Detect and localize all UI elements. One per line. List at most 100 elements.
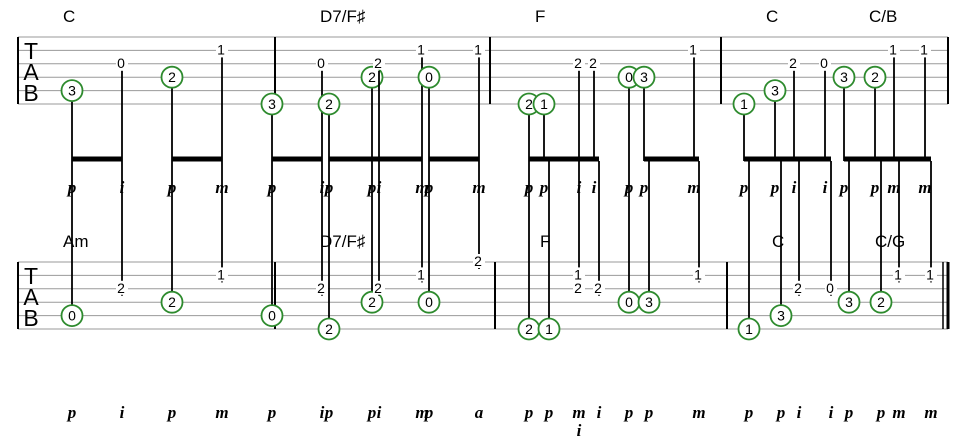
fret-bg: [793, 280, 805, 295]
fingering-label: i: [792, 178, 797, 197]
fret-number: 1: [545, 321, 553, 337]
fingering-label: i: [577, 421, 582, 440]
fret-bg: [919, 42, 931, 57]
fret-circle: [260, 92, 284, 116]
fingering-label: p: [323, 403, 334, 422]
fret-circle: [637, 290, 661, 314]
fret-number: 3: [268, 96, 276, 112]
fret-number: 1: [740, 96, 748, 112]
fingering-label: p: [843, 403, 854, 422]
fret-number: 0: [317, 55, 325, 71]
fret-number: 1: [217, 266, 225, 282]
fingering-label: m: [572, 403, 585, 422]
fret-number: 1: [689, 41, 697, 57]
fingering-label: p: [638, 178, 649, 197]
fret-bg: [216, 267, 228, 282]
fret-circle: [832, 65, 856, 89]
fret-circle: [360, 290, 384, 314]
fingering-label: m: [918, 178, 931, 197]
fingering-label: p: [775, 403, 786, 422]
fret-number: 2: [794, 280, 802, 296]
fret-number: 2: [325, 321, 333, 337]
tab-clef-letter: A: [23, 59, 39, 85]
fret-circle: [360, 65, 384, 89]
fingering-label: p: [869, 178, 880, 197]
fingering-label: p: [538, 178, 549, 197]
fret-number: 2: [574, 55, 582, 71]
fret-number: 2: [117, 280, 125, 296]
fret-number: 2: [168, 69, 176, 85]
fret-bg: [473, 42, 485, 57]
fingering-label: p: [838, 178, 849, 197]
fret-number: 1: [574, 266, 582, 282]
fret-number: 3: [771, 83, 779, 99]
fingering-label: i: [823, 178, 828, 197]
fret-bg: [893, 267, 905, 282]
fret-circle: [737, 317, 761, 341]
fret-number: 3: [645, 294, 653, 310]
fingering-label: m: [687, 178, 700, 197]
fingering-label: p: [66, 178, 77, 197]
fingering-label: p: [366, 403, 377, 422]
fret-bg: [688, 42, 700, 57]
fret-bg: [116, 55, 128, 70]
fingering-label: i: [829, 403, 834, 422]
fingering-label: i: [597, 403, 602, 422]
fingering-label: p: [266, 403, 277, 422]
fret-circle: [869, 290, 893, 314]
fret-circle: [160, 290, 184, 314]
fret-number: 3: [640, 69, 648, 85]
fret-circle: [763, 79, 787, 102]
tab-clef-letter: T: [24, 263, 38, 289]
fingering-label: p: [166, 178, 177, 197]
tab-clef-letter: B: [23, 80, 38, 106]
fret-number: 3: [777, 308, 785, 324]
fret-number: 0: [117, 55, 125, 71]
fingering-label: p: [875, 403, 886, 422]
chord-name: D7/F♯: [320, 232, 366, 251]
fret-bg: [473, 254, 485, 268]
fret-bg: [925, 267, 937, 282]
chord-name: D7/F♯: [320, 7, 366, 26]
fret-number: 2: [374, 55, 382, 71]
fret-circle: [769, 304, 793, 328]
fret-circle: [60, 304, 84, 328]
fret-number: 1: [217, 41, 225, 57]
fret-bg: [573, 55, 585, 70]
fingering-label: i: [320, 403, 325, 422]
fingering-label: m: [415, 403, 428, 422]
fret-number: 0: [826, 280, 834, 296]
tab-clef-letter: A: [23, 284, 39, 310]
fret-number: 2: [525, 321, 533, 337]
fret-number: 1: [417, 266, 425, 282]
fingering-label: m: [892, 403, 905, 422]
chord-name: Am: [63, 232, 89, 251]
fret-bg: [588, 55, 600, 70]
chord-name: C: [772, 232, 784, 251]
fingering-label: i: [377, 403, 382, 422]
fingering-label: p: [366, 178, 377, 197]
fret-circle: [532, 92, 556, 116]
fret-bg: [593, 280, 605, 295]
fingering-label: i: [592, 178, 597, 197]
fret-circle: [417, 65, 441, 89]
fret-number: 2: [594, 280, 602, 296]
fret-number: 2: [168, 294, 176, 310]
fret-number: 0: [68, 308, 76, 324]
fret-bg: [573, 280, 585, 295]
fret-circle: [417, 290, 441, 314]
fingering-label: p: [423, 403, 434, 422]
fret-circle: [732, 92, 756, 116]
fingering-label: m: [692, 403, 705, 422]
fret-circle: [537, 317, 561, 341]
fret-circle: [60, 79, 84, 102]
fingering-label: p: [623, 403, 634, 422]
fret-circle: [260, 304, 284, 328]
fret-number: 2: [374, 280, 382, 296]
fingering-label: p: [543, 403, 554, 422]
fret-bg: [316, 55, 328, 70]
fret-bg: [693, 267, 705, 282]
fret-number: 2: [325, 96, 333, 112]
fret-bg: [416, 267, 428, 282]
fret-bg: [825, 280, 837, 295]
